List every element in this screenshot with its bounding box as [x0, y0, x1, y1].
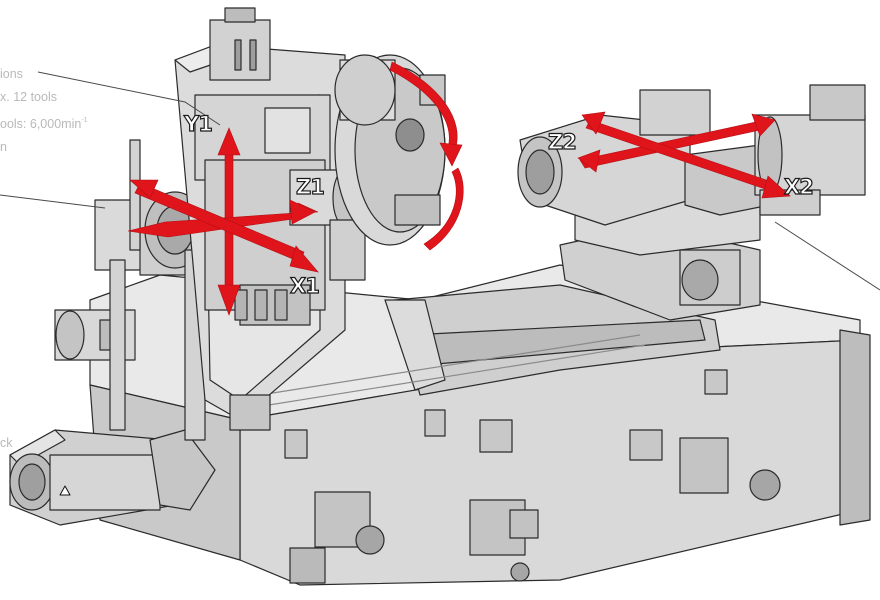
- left-column-turret: [174, 7, 446, 431]
- leader-line-left-spindle: [0, 194, 106, 209]
- x1-axis-arrow: [129, 179, 319, 273]
- leader-lines: [0, 71, 880, 291]
- axis-label-z2: Z2: [547, 129, 577, 154]
- leader-line-right-spindle: [774, 221, 880, 291]
- axis-label-z1: Z1: [295, 174, 325, 199]
- turret-rotation-arrow: [389, 61, 464, 251]
- turret-spec-line-3-text: ools: 6,000min: [0, 117, 82, 131]
- x2-axis-arrow: [581, 111, 791, 199]
- axis-label-x2: X2: [783, 174, 814, 199]
- leader-line-turret: [37, 71, 221, 126]
- turret-spec-line-4: n: [0, 140, 7, 154]
- right-subspindle-assembly: [517, 84, 866, 321]
- z2-axis-arrow: [577, 113, 776, 173]
- turret-spec-callout: ions x. 12 tools ools: 6,000min-1 n: [0, 63, 88, 159]
- motion-arrows: [127, 61, 791, 316]
- axis-label-x1: X1: [289, 273, 320, 298]
- turret-spec-line-3: ools: 6,000min-1: [0, 109, 88, 136]
- turret-spec-line-1: ions: [0, 67, 23, 81]
- axis-label-y1: Y1: [183, 111, 213, 136]
- turret-spec-line-3-sup: -1: [81, 117, 88, 124]
- turret-spec-line-2: x. 12 tools: [0, 90, 57, 104]
- left-bottom-callout: ck: [0, 436, 13, 450]
